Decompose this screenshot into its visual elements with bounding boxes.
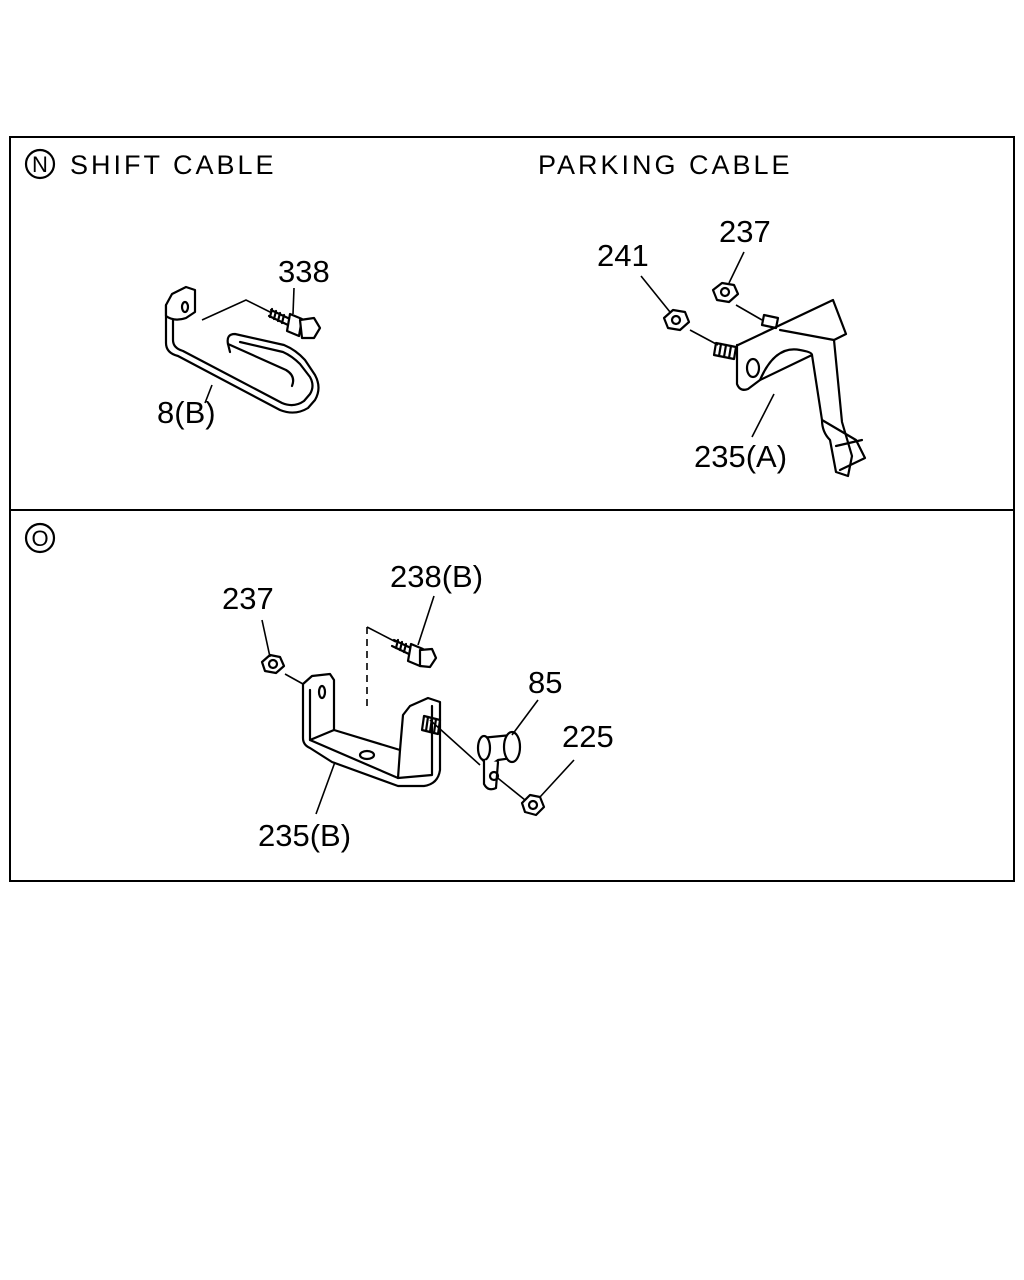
nut-237-parking [711, 281, 740, 304]
bracket-235b-label: 235(B) [258, 818, 351, 853]
panel-o-marker-circle [24, 522, 56, 554]
nut-237-left-label: 237 [222, 581, 274, 616]
bolt-238b [390, 638, 438, 669]
panel-o: O [24, 522, 614, 853]
bracket-235a-leader [751, 393, 775, 438]
bolt-338-leader [292, 287, 295, 315]
nut-225-leader [539, 759, 575, 798]
nut-237-parking-label: 237 [719, 214, 771, 249]
panel-o-marker: O [31, 526, 48, 551]
clip-85 [476, 730, 522, 791]
shift-cable-title: SHIFT CABLE [70, 150, 277, 180]
nut-237-guide [284, 673, 304, 685]
bolt-238b-leader [417, 595, 435, 646]
parking-guide-upper [735, 304, 763, 321]
bolt-238b-label: 238(B) [390, 559, 483, 594]
clip-85-leader [511, 699, 539, 736]
parking-cable-title: PARKING CABLE [538, 150, 793, 180]
bracket-235b [301, 672, 442, 788]
shift-bolt-guide [201, 299, 273, 321]
clip-85-label: 85 [528, 665, 562, 700]
nut-225 [520, 793, 546, 817]
nut-237-left [260, 653, 286, 675]
shift-bolt-338 [267, 307, 322, 340]
bolt-338-label: 338 [278, 254, 330, 289]
nut-237-left-leader [261, 619, 271, 658]
panel-n-marker: N [32, 152, 48, 177]
nut-241-label: 241 [597, 238, 649, 273]
bracket-8b-leader [204, 384, 213, 404]
nut-241-leader [640, 275, 671, 313]
bracket-235b-leader [315, 761, 336, 815]
parking-stud-lower [712, 341, 738, 361]
bolt-238b-guide-top [366, 626, 397, 643]
panel-n-marker-circle [24, 148, 56, 180]
panel-o-frame [9, 509, 1015, 882]
parking-guide-lower [689, 329, 719, 346]
panel-n: N SHIFT CABLE PARKING CABLE 338 8(B) [24, 148, 867, 478]
nut-237-parking-leader [728, 251, 745, 284]
nut-241 [662, 308, 691, 332]
bracket-235a-label: 235(A) [694, 439, 787, 474]
bracket-8b-label: 8(B) [157, 395, 216, 430]
nut-225-label: 225 [562, 719, 614, 754]
shift-cable-bracket [164, 285, 320, 414]
stud-235b [420, 714, 442, 736]
parking-cable-bracket [735, 298, 867, 478]
parking-stud-upper [760, 313, 780, 330]
